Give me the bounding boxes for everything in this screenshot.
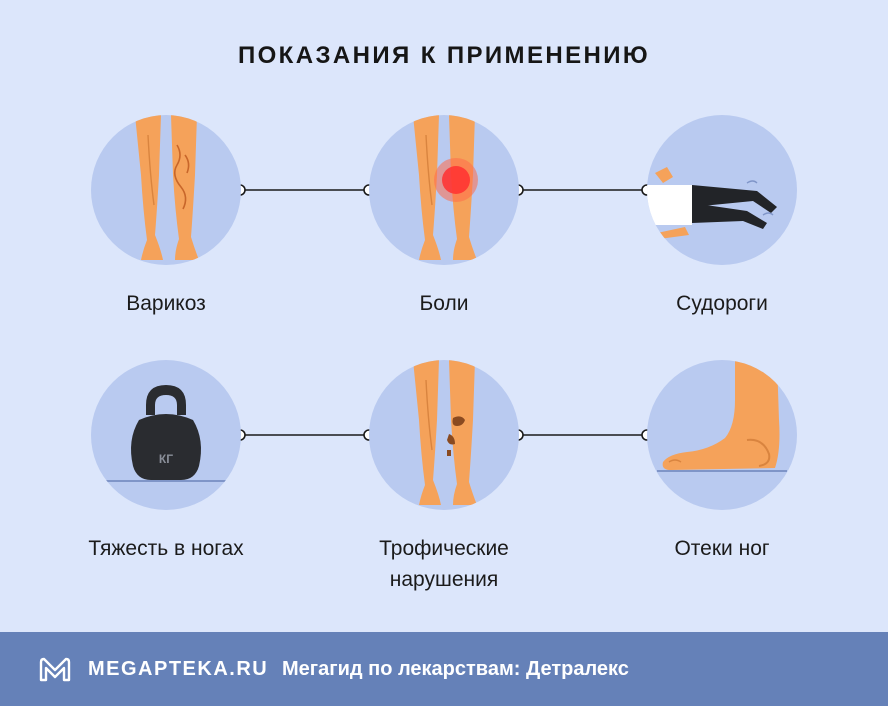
item-label-heaviness: Тяжесть в ногах (88, 537, 244, 560)
swollen-foot-icon (647, 360, 797, 510)
footer-bar (0, 632, 888, 706)
cramps-person-icon (647, 115, 797, 265)
footer-caption: Мегагид по лекарствам: Детралекс (282, 658, 629, 680)
page-title: ПОКАЗАНИЯ К ПРИМЕНЕНИЮ (237, 42, 651, 69)
item-label-varicose: Варикоз (126, 292, 206, 315)
item-label-cramps: Судороги (676, 292, 768, 315)
item-label-swelling: Отеки ног (674, 537, 770, 560)
megapteka-logo-icon[interactable] (38, 656, 72, 684)
item-label-trophic-line2: нарушения (389, 568, 499, 591)
varicose-legs-icon (91, 115, 241, 265)
item-label-trophic: Трофические нарушения (324, 533, 564, 595)
item-label-trophic-line1: Трофические (379, 537, 509, 560)
brand-link[interactable]: MEGAPTEKA.RU (88, 658, 269, 680)
leg-pain-icon (369, 115, 519, 265)
item-label-pain: Боли (419, 292, 469, 315)
kettlebell-icon: КГ (91, 360, 241, 510)
trophic-ulcer-legs-icon (369, 360, 519, 510)
kettlebell-weight-text: КГ (159, 452, 173, 466)
